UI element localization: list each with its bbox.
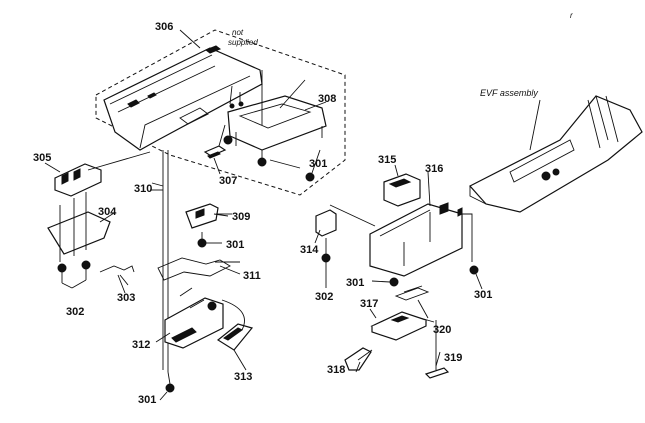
not-supplied-line2: supplied: [228, 38, 258, 47]
screws-302-left: [57, 260, 91, 289]
label-310: 310: [134, 183, 152, 195]
label-309: 309: [232, 211, 250, 223]
part-312-assembly: [164, 287, 224, 349]
label-303: 303: [117, 292, 135, 304]
label-313: 313: [234, 371, 252, 383]
part-314-clip: [315, 204, 376, 237]
corner-mark: r: [570, 11, 573, 20]
label-318: 318: [327, 364, 345, 376]
label-304: 304: [98, 206, 117, 218]
part-315-block: [383, 173, 421, 207]
label-314: 314: [300, 244, 319, 256]
part-319-strip: [424, 320, 450, 379]
label-301-e: 301: [474, 289, 492, 301]
label-301-b: 301: [226, 239, 244, 251]
screw-302-right: [321, 238, 331, 263]
label-311: 311: [243, 270, 261, 282]
label-301-a: 301: [309, 158, 327, 170]
label-308: 308: [318, 93, 336, 105]
part-317-pcb: [370, 311, 428, 341]
part-305-switch: [54, 151, 151, 197]
label-301-d: 301: [346, 277, 364, 289]
evf-assembly-part: [469, 95, 643, 213]
label-302-b: 302: [315, 291, 333, 303]
label-319: 319: [444, 352, 462, 364]
label-305: 305: [33, 152, 51, 164]
label-312: 312: [132, 339, 150, 351]
not-supplied-group-outline: [95, 29, 346, 196]
leader-lines: [44, 29, 541, 401]
part-306-top-cover: [103, 45, 263, 151]
label-315: 315: [378, 154, 396, 166]
label-306: 306: [155, 21, 173, 33]
label-307: 307: [219, 175, 237, 187]
label-317: 317: [360, 298, 378, 310]
part-307-connector: [203, 124, 227, 159]
not-supplied-line1: not: [232, 28, 244, 37]
screws-301-top: [223, 135, 321, 182]
label-316: 316: [425, 163, 443, 175]
label-320: 320: [433, 324, 451, 336]
label-302-a: 302: [66, 306, 84, 318]
part-304-plate: [47, 192, 111, 262]
part-303-spring: [99, 265, 135, 286]
part-316-frame: [369, 202, 473, 277]
label-301-c: 301: [138, 394, 156, 406]
part-318-cable: [344, 347, 373, 371]
label-evf-assembly: EVF assembly: [480, 88, 538, 98]
screw-301-mid: [197, 232, 207, 248]
screw-301-bottom: [165, 371, 175, 393]
part-320-sheet: [394, 285, 430, 319]
part-311-bracket: [157, 257, 240, 281]
part-313-flex: [216, 299, 254, 351]
